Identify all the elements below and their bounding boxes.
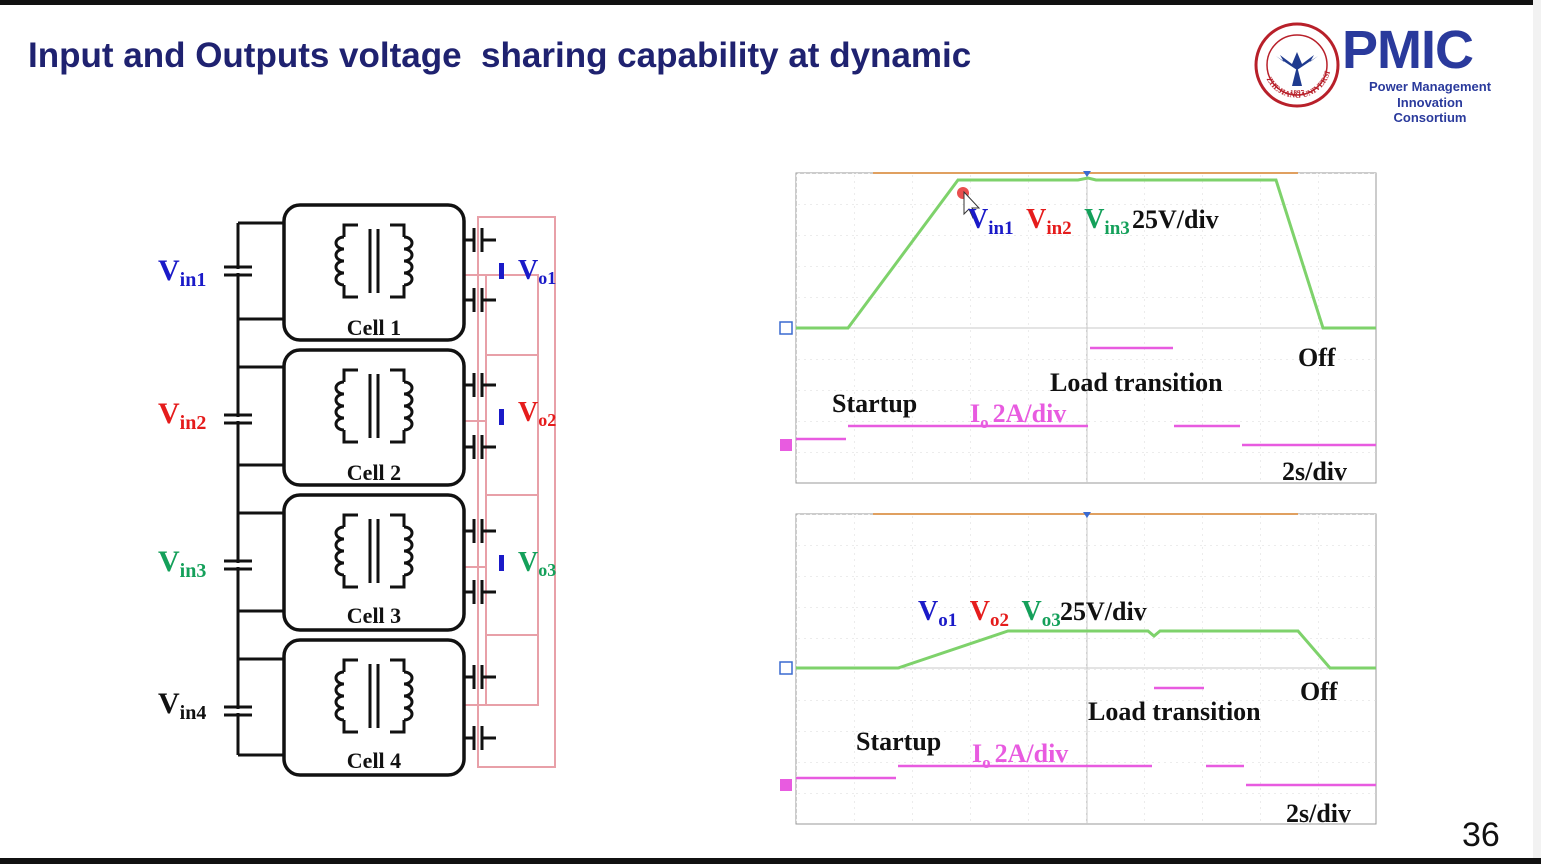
page-number: 36 [1462,816,1500,854]
scope-top-legend: Vin1 Vin2 Vin3 [968,204,1130,241]
scope-bottom-load: Load transition [1088,697,1261,726]
cell-1-label: Cell 1 [347,315,401,340]
scope-bottom: Vo1 Vo2 Vo3 25V/div Off Load transition … [779,512,1377,828]
cell-4: Cell 4 [282,638,466,777]
zju-seal-icon: 1897 ZHEJIANG UNIVERSITY [1254,22,1340,108]
scope-bottom-scale: 25V/div [1060,597,1147,626]
pmic-wordmark: PMIC [1342,20,1474,80]
vo1-label: Vo1 [518,255,556,288]
input-cap-3 [224,559,252,571]
cell-3: Cell 3 [282,493,466,632]
vin4-label: Vin4 [158,687,206,724]
input-cap-1 [224,265,252,277]
cell-1: Cell 1 [282,203,466,342]
vin1-label: Vin1 [158,254,206,291]
scope-bottom-voltage-trace [796,629,1376,670]
input-cap-2 [224,413,252,425]
scope-bottom-legend: Vo1 Vo2 Vo3 [918,596,1061,633]
pmic-logo: PMIC Power Management Innovation Consort… [1342,20,1510,125]
circuit-diagram: Cell 1 Cell 2 Cell 3 Cell 4 Vin1 Vin2 Vi… [158,203,556,777]
scope-top-scale: 25V/div [1132,205,1219,234]
cell-2: Cell 2 [282,348,466,487]
scope-top-off: Off [1298,343,1336,372]
seal-year: 1897 [1290,89,1305,97]
scope-top-voltage-trace [796,176,1376,330]
vin3-label: Vin3 [158,545,206,582]
vin2-label: Vin2 [158,397,206,434]
scope-bottom-time: 2s/div [1286,799,1351,828]
input-cap-4 [224,705,252,717]
cell-3-label: Cell 3 [347,603,401,628]
output-caps [462,226,498,752]
scope-bottom-off: Off [1300,677,1338,706]
pmic-line1: Power Management [1368,79,1492,94]
scope-top-time: 2s/div [1282,457,1347,486]
pmic-line2: Innovation Consortium [1393,95,1467,125]
cell-4-label: Cell 4 [347,748,401,773]
top-border [0,0,1533,5]
bottom-border [0,858,1541,864]
slide-title: Input and Outputs voltage sharing capabi… [28,36,972,75]
vo2-label: Vo2 [518,397,556,430]
vo3-label: Vo3 [518,547,556,580]
scope-top-load: Load transition [1050,368,1223,397]
mouse-cursor-icon [963,190,981,219]
scope-top: Vin1 Vin2 Vin3 25V/div Off Load transiti… [779,171,1377,486]
cell-2-label: Cell 2 [347,460,401,485]
right-scrollbar-track [1533,0,1541,864]
scope-bottom-startup: Startup [856,727,941,756]
scope-top-startup: Startup [832,389,917,418]
